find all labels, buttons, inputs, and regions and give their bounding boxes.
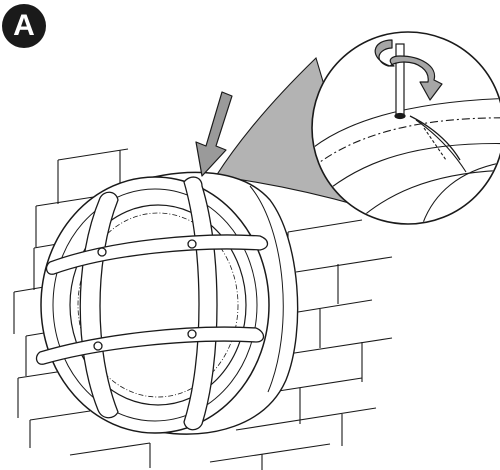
- detail-magnifier: [311, 31, 500, 225]
- protective-cage: [35, 176, 269, 431]
- step-badge: A: [2, 4, 46, 48]
- cage-bar-horizontal-bottom: [35, 326, 265, 365]
- brick-wall: [13, 148, 393, 470]
- cage-bar-horizontal-top: [45, 234, 269, 275]
- counterclockwise-rotation-icon: [374, 39, 443, 101]
- cage-bar-vertical-left: [79, 191, 119, 419]
- screwdriver: [394, 43, 406, 120]
- wall-luminaire: [40, 171, 299, 435]
- down-left-arrow-icon: [195, 91, 233, 177]
